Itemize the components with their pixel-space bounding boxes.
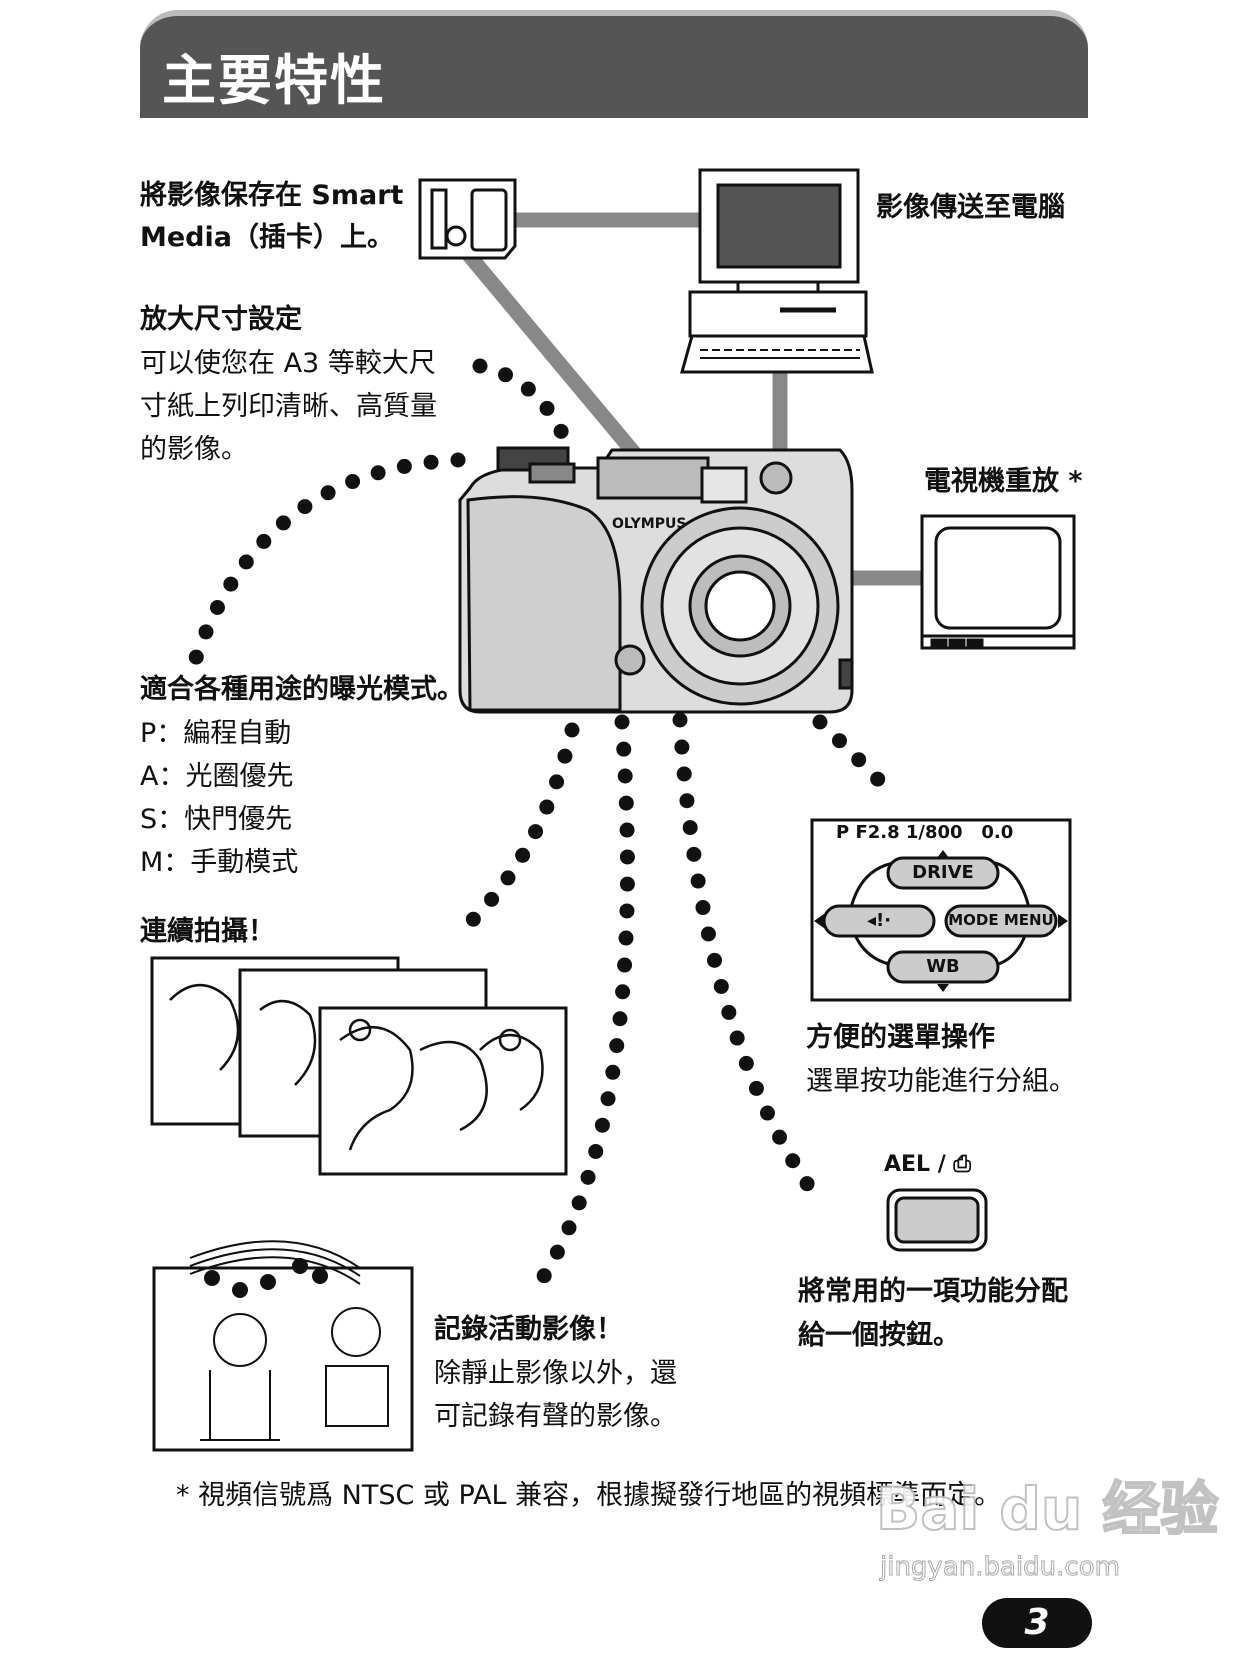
camera-brand: OLYMPUS bbox=[612, 516, 687, 532]
computer-icon bbox=[680, 168, 874, 374]
size-desc-line: 的影像。 bbox=[140, 434, 248, 465]
title-bar bbox=[140, 10, 1088, 118]
page-title: 主要特性 bbox=[162, 49, 386, 112]
ael-button-icon bbox=[886, 1188, 988, 1252]
tv-icon bbox=[920, 514, 1076, 650]
footnote: * 視頻信號爲 NTSC 或 PAL 兼容，根據擬發行地區的視頻標準而定。 bbox=[176, 1480, 1002, 1511]
dotted-arcs bbox=[184, 358, 896, 1298]
menu-wb-button: WB bbox=[926, 956, 960, 977]
movie-title: 記錄活動影像！ bbox=[434, 1314, 623, 1345]
camera-icon bbox=[458, 446, 854, 714]
size-desc-line: 可以使您在 A3 等較大尺 bbox=[140, 348, 436, 379]
smartmedia-title-line1: 將影像保存在 Smart bbox=[140, 180, 404, 211]
baidu-watermark-logo: Bai du 经验 bbox=[875, 1474, 1219, 1544]
menu-mode-menu-button: MODE MENU bbox=[948, 911, 1054, 929]
ael-desc-line1: 將常用的一項功能分配 bbox=[798, 1276, 1068, 1307]
smartmedia-title-line2: Media（插卡）上。 bbox=[140, 222, 394, 253]
size-title: 放大尺寸設定 bbox=[140, 304, 302, 335]
exposure-mode: M：手動模式 bbox=[140, 847, 299, 878]
burst-title: 連續拍攝！ bbox=[140, 916, 275, 947]
burst-photos bbox=[150, 956, 568, 1176]
menu-feature-desc: 選單按功能進行分組。 bbox=[806, 1066, 1076, 1097]
movie-frame bbox=[152, 1240, 414, 1452]
pc-transfer-label: 影像傳送至電腦 bbox=[876, 192, 1065, 223]
ael-button-label: AEL / ⎙ bbox=[884, 1152, 972, 1177]
exposure-mode: S：快門優先 bbox=[140, 804, 293, 835]
size-desc-line: 寸紙上列印清晰、高質量 bbox=[140, 391, 437, 422]
smartmedia-card-icon bbox=[418, 178, 517, 260]
tv-playback-label: 電視機重放 * bbox=[924, 466, 1083, 497]
menu-drive-button: DRIVE bbox=[912, 862, 974, 883]
menu-flash-button: ◂!· bbox=[866, 910, 892, 931]
exposure-title: 適合各種用途的曝光模式。 bbox=[140, 674, 464, 705]
exposure-mode: A：光圈優先 bbox=[140, 761, 294, 792]
page-number: 3 bbox=[982, 1598, 1092, 1648]
ael-desc-line2: 給一個按鈕。 bbox=[798, 1320, 960, 1351]
menu-feature-title: 方便的選單操作 bbox=[806, 1022, 995, 1053]
menu-status-line: P F2.8 1/800 0.0 bbox=[836, 822, 1014, 843]
baidu-watermark-url: jingyan.baidu.com bbox=[880, 1552, 1121, 1583]
connection-lines bbox=[462, 212, 926, 586]
menu-screen bbox=[810, 818, 1072, 1002]
movie-desc-line: 除靜止影像以外，還 bbox=[434, 1358, 677, 1389]
movie-desc-line: 可記錄有聲的影像。 bbox=[434, 1401, 677, 1432]
exposure-mode: P：編程自動 bbox=[140, 718, 292, 749]
